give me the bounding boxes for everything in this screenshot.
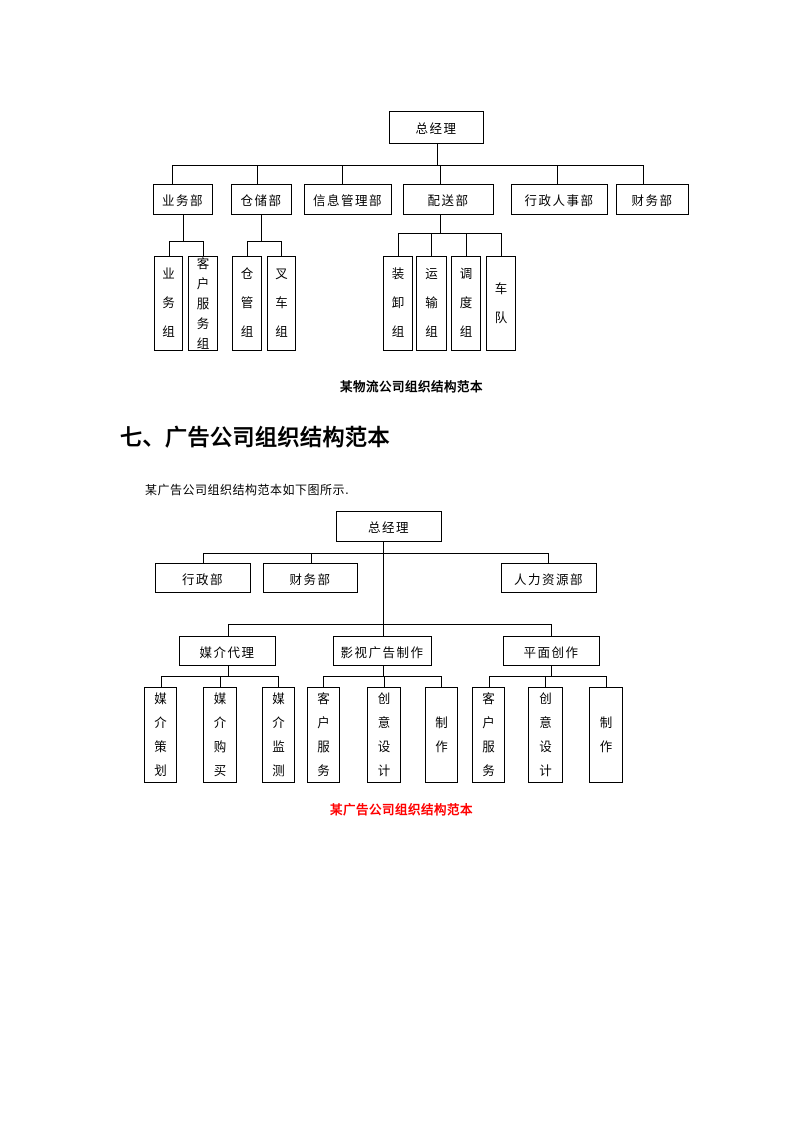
team-label: 制作 (435, 715, 448, 754)
team-label: 业务组 (162, 266, 175, 339)
org2-team-box-print-3: 制作 (589, 687, 623, 783)
connector-line (247, 241, 248, 256)
org1-root-box: 总经理 (389, 111, 484, 144)
org2-team-box-video-3: 制作 (425, 687, 458, 783)
org1-dept-box-5: 行政人事部 (511, 184, 608, 215)
connector-line (261, 215, 262, 241)
connector-line (323, 676, 442, 677)
team-label: 调度组 (459, 266, 473, 339)
section-heading: 七、广告公司组织结构范本 (120, 426, 391, 451)
connector-line (172, 165, 173, 184)
org1-team-box-peisong-3: 调度组 (451, 256, 481, 351)
org2-dept-box-3: 人力资源部 (501, 563, 597, 593)
connector-line (228, 624, 552, 625)
org1-dept-box-1: 业务部 (153, 184, 213, 215)
connector-line (203, 553, 549, 554)
org1-team-box-cangchu-1: 仓管组 (232, 256, 262, 351)
connector-line (441, 676, 442, 687)
caption-advertising-chart: 某广告公司组织结构范本 (330, 802, 474, 817)
org2-team-box-video-1: 客户服务 (307, 687, 340, 783)
org2-dept-box-1: 行政部 (155, 563, 251, 593)
org2-team-box-media-3: 媒介监测 (262, 687, 295, 783)
team-label: 仓管组 (240, 266, 254, 339)
org2-team-box-print-1: 客户服务 (472, 687, 505, 783)
org1-team-box-peisong-4: 车队 (486, 256, 516, 351)
connector-line (220, 676, 221, 687)
connector-line (606, 676, 607, 687)
team-label: 叉车组 (275, 266, 288, 339)
connector-line (398, 233, 399, 256)
connector-line (557, 165, 558, 184)
connector-line (203, 553, 204, 563)
connector-line (281, 241, 282, 256)
org1-team-box-cangchu-2: 叉车组 (267, 256, 296, 351)
org2-team-box-media-1: 媒介策划 (144, 687, 177, 783)
team-label: 客户服务组 (196, 255, 210, 351)
caption-logistics-chart: 某物流公司组织结构范本 (340, 379, 484, 394)
connector-line (551, 666, 552, 676)
connector-line (169, 241, 170, 256)
org2-team-box-print-2: 创意设计 (528, 687, 563, 783)
connector-line (257, 165, 258, 184)
connector-line (161, 676, 162, 687)
connector-line (383, 666, 384, 676)
org1-team-box-peisong-2: 运输组 (416, 256, 447, 351)
connector-line (203, 241, 204, 256)
org1-dept-box-2: 仓储部 (231, 184, 292, 215)
connector-line (440, 215, 441, 233)
team-label: 媒介策划 (154, 691, 167, 778)
connector-line (489, 676, 490, 687)
connector-line (247, 241, 282, 242)
team-label: 创意设计 (539, 691, 552, 778)
org2-dept-box-2: 财务部 (263, 563, 358, 593)
team-label: 媒介购买 (213, 691, 227, 778)
connector-line (466, 233, 467, 256)
team-label: 运输组 (425, 266, 438, 339)
connector-line (398, 233, 502, 234)
connector-line (437, 144, 438, 165)
connector-line (548, 553, 549, 563)
org2-division-box-3: 平面创作 (503, 636, 600, 666)
org1-dept-box-6: 财务部 (616, 184, 689, 215)
org1-dept-box-4: 配送部 (403, 184, 494, 215)
connector-line (169, 241, 204, 242)
connector-line (440, 165, 441, 184)
team-label: 媒介监测 (272, 691, 285, 778)
connector-line (489, 676, 607, 677)
connector-line (172, 165, 644, 166)
org2-division-box-1: 媒介代理 (179, 636, 276, 666)
team-label: 车队 (494, 280, 508, 325)
connector-line (383, 542, 384, 636)
team-label: 创意设计 (377, 691, 391, 778)
connector-line (228, 624, 229, 636)
connector-line (431, 233, 432, 256)
org2-team-box-video-2: 创意设计 (367, 687, 401, 783)
connector-line (501, 233, 502, 256)
team-label: 客户服务 (482, 691, 495, 778)
connector-line (643, 165, 644, 184)
org2-root-box: 总经理 (336, 511, 442, 542)
org1-team-box-yewu-1: 业务组 (154, 256, 183, 351)
org1-team-box-yewu-2: 客户服务组 (188, 256, 218, 351)
connector-line (311, 553, 312, 563)
connector-line (278, 676, 279, 687)
connector-line (551, 624, 552, 636)
connector-line (183, 215, 184, 241)
org2-team-box-media-2: 媒介购买 (203, 687, 237, 783)
org1-team-box-peisong-1: 装卸组 (383, 256, 413, 351)
connector-line (228, 666, 229, 676)
connector-line (342, 165, 343, 184)
team-label: 装卸组 (391, 266, 405, 339)
connector-line (545, 676, 546, 687)
org1-dept-box-3: 信息管理部 (304, 184, 392, 215)
connector-line (384, 676, 385, 687)
org2-division-box-2: 影视广告制作 (333, 636, 432, 666)
team-label: 客户服务 (317, 691, 330, 778)
team-label: 制作 (599, 715, 613, 754)
intro-paragraph: 某广告公司组织结构范本如下图所示. (145, 483, 350, 497)
connector-line (323, 676, 324, 687)
